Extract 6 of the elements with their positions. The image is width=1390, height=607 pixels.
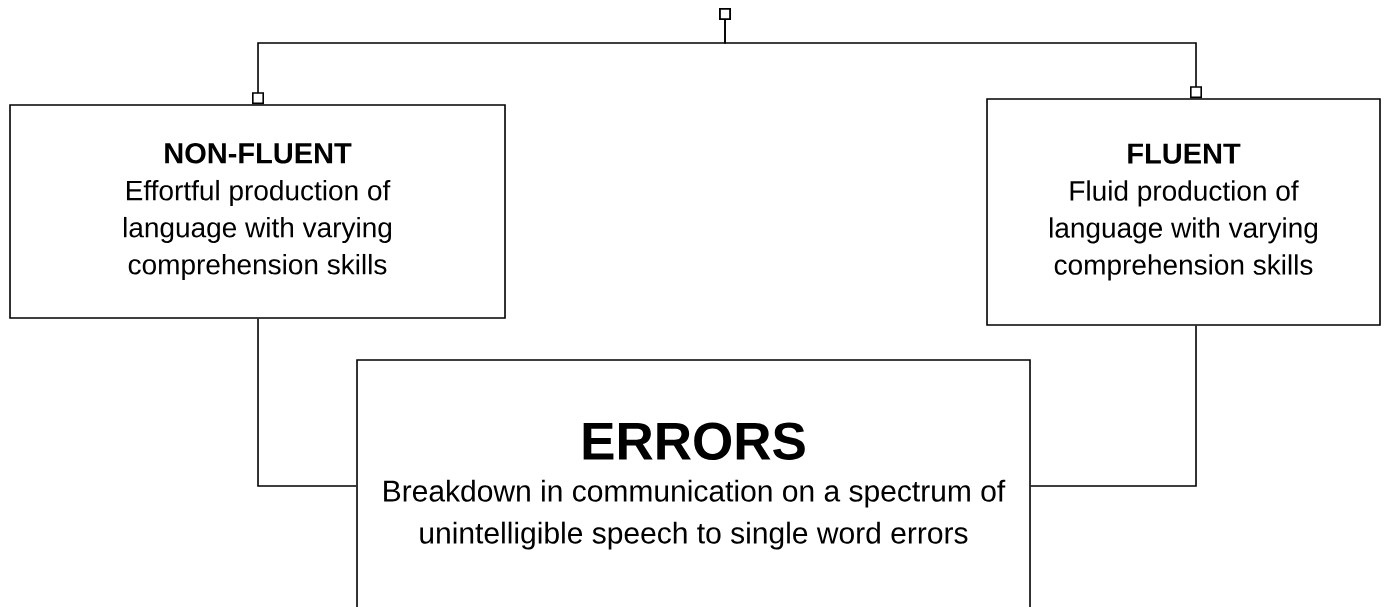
connector-line — [719, 8, 1202, 99]
text-box: ERRORS Breakdown in communication on a spectrum of unintelligible speech to single word errors — [356, 359, 1031, 607]
text-box: NON-FLUENT Effortful production of language with varying comprehension skills — [9, 104, 506, 319]
text-box: FLUENT Fluid production of language with varying comprehension skills — [986, 98, 1381, 326]
connector-line — [1030, 325, 1197, 487]
connector-line — [257, 318, 357, 487]
